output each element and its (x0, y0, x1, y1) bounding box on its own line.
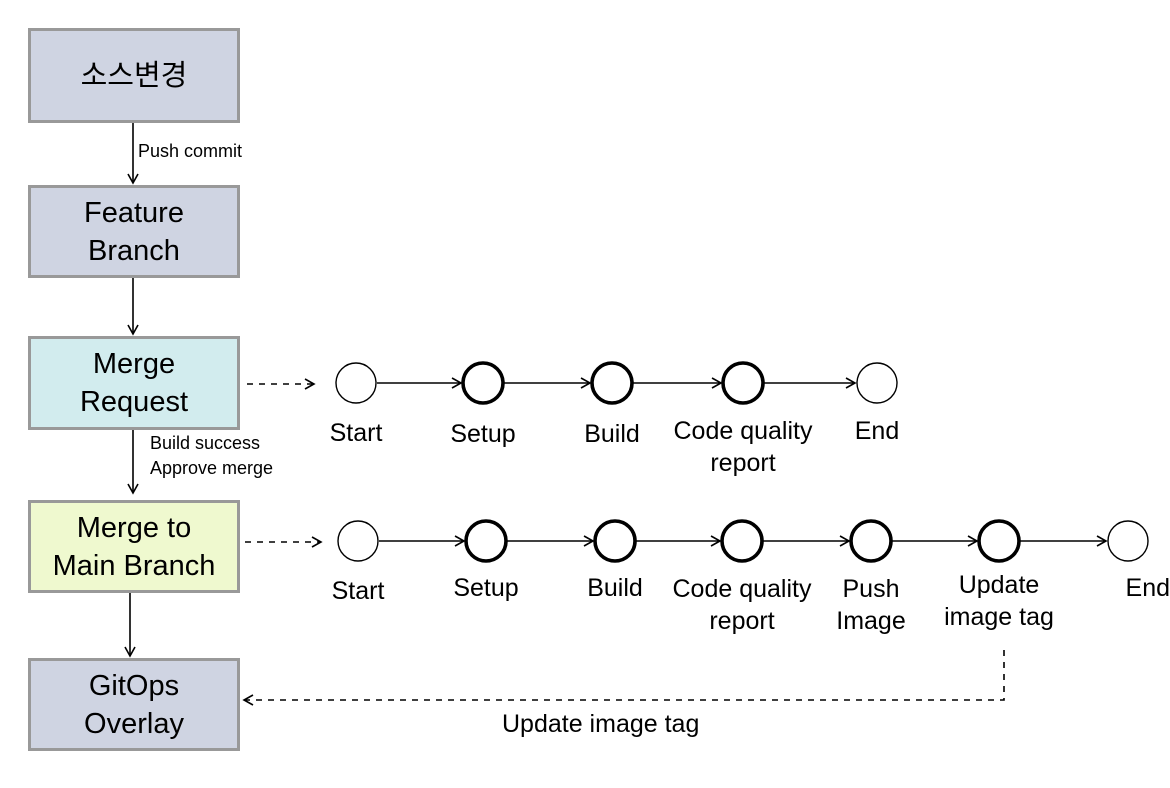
main-pipeline-node-0 (337, 520, 379, 562)
source-change-box: 소스변경 (28, 28, 240, 123)
mr-pipeline-stage-label-3: Code quality report (673, 417, 813, 477)
build-success-label: Build success Approve merge (150, 433, 274, 478)
merge-to-main-label: Merge to Main Branch (52, 511, 216, 582)
merge-to-main-box: Merge to Main Branch (28, 500, 240, 593)
main-pipeline-stage-label-6: End (1125, 574, 1170, 602)
dashed-update-tag-feedback (242, 650, 1005, 706)
main-pipeline-stage-label-3: Code quality report (672, 575, 812, 635)
main-pipeline-node-6 (1107, 520, 1149, 562)
main-pipeline-stage-label-4: Push Image (836, 575, 906, 635)
main-pipeline-node-5 (977, 519, 1021, 563)
mr-pipeline-node-3 (721, 361, 765, 405)
feature-branch-box: Feature Branch (28, 185, 240, 278)
update-image-tag-edge-label: Update image tag (502, 710, 700, 738)
mr-pipeline-node-2 (590, 361, 634, 405)
mr-pipeline-stage-label-1: Setup (450, 420, 516, 448)
gitops-overlay-label: GitOps Overlay (84, 669, 184, 740)
mr-pipeline-stage-label-2: Build (584, 420, 640, 448)
main-pipeline-node-4 (849, 519, 893, 563)
main-pipeline-stage-label-5: Update image tag (944, 571, 1054, 631)
mr-pipeline-node-1 (461, 361, 505, 405)
merge-request-label: Merge Request (79, 348, 188, 418)
mr-pipeline-stage-label-4: End (854, 417, 900, 445)
mr-pipeline-node-0 (335, 362, 377, 404)
mr-pipeline-node-4 (856, 362, 898, 404)
main-pipeline-node-1 (464, 519, 508, 563)
main-pipeline-stage-label-0: Start (331, 577, 385, 605)
merge-request-box: Merge Request (28, 336, 240, 430)
source-change-label: 소스변경 (80, 59, 188, 92)
push-commit-label: Push commit (138, 141, 243, 161)
feature-branch-label: Feature Branch (84, 196, 184, 267)
main-pipeline-stage-label-2: Build (587, 574, 643, 602)
main-pipeline-node-2 (593, 519, 637, 563)
main-pipeline-node-3 (720, 519, 764, 563)
main-pipeline-stage-label-1: Setup (453, 574, 519, 602)
gitops-overlay-box: GitOps Overlay (28, 658, 240, 751)
mr-pipeline-stage-label-0: Start (329, 419, 383, 447)
